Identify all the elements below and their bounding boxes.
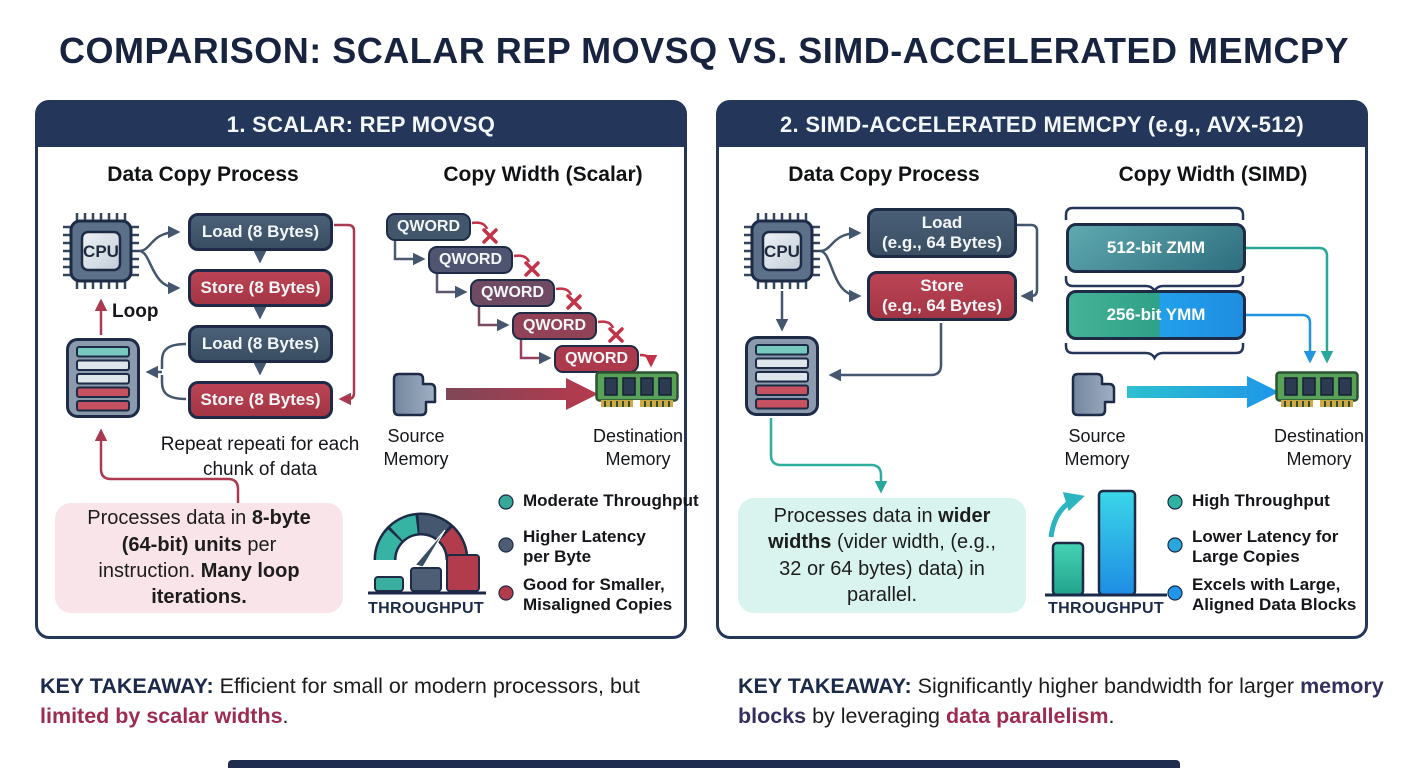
qword-box-5: QWORD [554,345,639,373]
source-memory-icon [388,371,440,422]
load-box-2: Load (8 Bytes) [188,325,333,363]
destination-memory-icon [1275,371,1359,416]
panel-scalar-header: 1. SCALAR: REP MOVSQ [37,102,685,147]
simd-takeaway: KEY TAKEAWAY: Significantly higher bandw… [738,674,1384,728]
legend-item-high-throughput: High Throughput [1167,491,1330,511]
legend-dot [1167,494,1183,510]
legend-item-moderate-throughput: Moderate Throughput [498,491,699,511]
legend-item-excels-aligned: Excels with Large, Aligned Data Blocks [1167,575,1372,615]
svg-text:CPU: CPU [764,242,800,261]
load-box-1: Load (8 Bytes) [188,213,333,251]
bar-chart-icon [1045,489,1167,597]
legend-item-lower-latency: Lower Latency for Large Copies [1167,527,1362,567]
repeat-note: Repeat repeati for each chunk of data [160,434,360,480]
svg-text:CPU: CPU [83,242,119,261]
gauge-icon [373,512,469,568]
legend-dot [498,494,514,510]
cpu-icon: CPU [63,213,139,294]
source-memory-icon [1067,371,1119,422]
store-box: Store(e.g., 64 Bytes) [867,271,1017,321]
memory-stack-icon [745,336,819,421]
store-box-2: Store (8 Bytes) [188,381,333,419]
legend-dot [498,585,514,601]
destination-memory-label: Destination Memory [592,426,684,469]
legend-dot [1167,537,1183,553]
legend-dot [498,537,514,553]
qword-box-3: QWORD [470,279,555,307]
page-title: COMPARISON: SCALAR REP MOVSQ VS. SIMD-AC… [58,30,1350,71]
load-box: Load(e.g., 64 Bytes) [867,208,1017,258]
simd-note-box: Processes data in wider widths (vider wi… [738,498,1026,613]
ymm-register-box: 256-bit YMM [1066,290,1246,340]
scalar-throughput-label: THROUGHPUT [368,600,484,617]
simd-col-process-title: Data Copy Process [788,163,980,186]
destination-memory-icon [595,371,679,416]
source-memory-label: Source Memory [383,426,449,469]
scalar-col-width-title: Copy Width (Scalar) [443,163,643,186]
simd-throughput-label: THROUGHPUT [1048,600,1164,617]
scalar-takeaway: KEY TAKEAWAY: Efficient for small or mod… [40,674,640,728]
qword-box-4: QWORD [512,312,597,340]
panel-scalar: 1. SCALAR: REP MOVSQ [35,100,699,639]
copy-arrow [1127,376,1279,408]
zmm-register-box: 512-bit ZMM [1066,223,1246,273]
panel-simd-header: 2. SIMD-ACCELERATED MEMCPY (e.g., AVX-51… [718,102,1366,147]
loop-label: Loop [112,301,159,322]
legend-item-good-small-copies: Good for Smaller, Misaligned Copies [498,575,691,615]
destination-memory-label: Destination Memory [1273,426,1365,469]
qword-box-2: QWORD [428,246,513,274]
scalar-note-box: Processes data in 8-byte (64-bit) units … [55,503,343,613]
legend-item-higher-latency: Higher Latency per Byte [498,527,658,567]
panel-simd: 2. SIMD-ACCELERATED MEMCPY (e.g., AVX-51… [716,100,1368,639]
memory-stack-icon [66,338,140,423]
store-box-1: Store (8 Bytes) [188,269,333,307]
scalar-col-process-title: Data Copy Process [107,163,299,186]
legend-dot [1167,585,1183,601]
bottom-bar [228,760,1180,768]
throughput-bars [374,554,480,592]
source-memory-label: Source Memory [1064,426,1130,469]
qword-box-1: QWORD [386,213,471,241]
cpu-icon: CPU [744,213,820,294]
simd-col-width-title: Copy Width (SIMD) [1118,163,1308,186]
copy-arrow [446,378,598,410]
